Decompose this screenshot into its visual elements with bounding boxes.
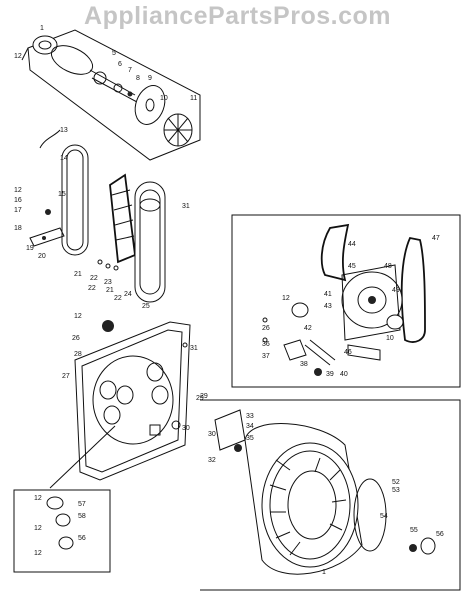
callout: 8 [136,75,140,82]
callout: 26 [72,335,80,342]
callout: 22 [88,285,96,292]
callout: 12 [14,53,22,60]
callout: 12 [74,313,82,320]
callout: 21 [74,271,82,278]
callout: 21 [106,287,114,294]
callout: 39 [326,371,334,378]
callout: 52 [392,479,400,486]
callout: 5 [112,50,116,57]
callout: 11 [190,95,197,102]
callout: 40 [340,371,348,378]
callout: 42 [304,325,312,332]
callout: 32 [208,457,216,464]
blower-assembly [21,29,201,161]
callout: 12 [34,525,42,532]
belt-idler-assembly [29,129,166,303]
callout: 53 [392,487,400,494]
callout: 12 [34,495,42,502]
callout: 47 [432,235,440,242]
callout: 1 [322,569,326,576]
callout: 55 [410,527,418,534]
callout: 38 [300,361,308,368]
callout: 48 [384,263,392,270]
callout: 37 [262,353,270,360]
callout: 20 [38,253,46,260]
callout: 10 [160,95,168,102]
callout: 35 [246,435,254,442]
callout: 29 [196,395,204,402]
callout: 26 [262,325,270,332]
callout: 14 [60,155,68,162]
callout: 31 [190,345,198,352]
callout: 12 [14,187,22,194]
callout: 12 [282,295,290,302]
callout: 49 [392,287,400,294]
callout: 30 [208,431,216,438]
callout: 28 [74,351,82,358]
small-parts-box [13,425,116,573]
callout: 19 [26,245,34,252]
callout: 34 [246,423,254,430]
callout: 18 [14,225,22,232]
callout: 45 [348,263,356,270]
callout: 56 [78,535,86,542]
callout: 12 [34,550,42,557]
callout: 30 [182,425,190,432]
callout: 31 [182,203,190,210]
callout: 33 [246,413,254,420]
callout: 24 [124,291,132,298]
callout: 58 [78,513,86,520]
callout: 56 [436,531,444,538]
callout: 44 [348,241,356,248]
rear-bulkhead [74,320,191,481]
callout: 54 [380,513,388,520]
callout: 10 [386,335,394,342]
callout: 43 [324,303,332,310]
callout: 13 [60,127,68,134]
callout: 29 [200,393,208,400]
callout: 9 [148,75,152,82]
callout: 36 [262,341,270,348]
callout: 22 [114,295,122,302]
callout: 7 [128,67,132,74]
callout: 22 [90,275,98,282]
callout: 16 [14,197,22,204]
callout: 23 [104,279,112,286]
callout: 6 [118,61,122,68]
callout: 57 [78,501,86,508]
callout: 1 [40,25,44,32]
callout: 17 [14,207,22,214]
callout: 46 [344,349,352,356]
drum-assembly [200,399,461,591]
callout: 25 [142,303,150,310]
motor-inset [231,214,461,388]
callout: 15 [58,191,66,198]
callout: 41 [324,291,332,298]
callout: 27 [62,373,70,380]
